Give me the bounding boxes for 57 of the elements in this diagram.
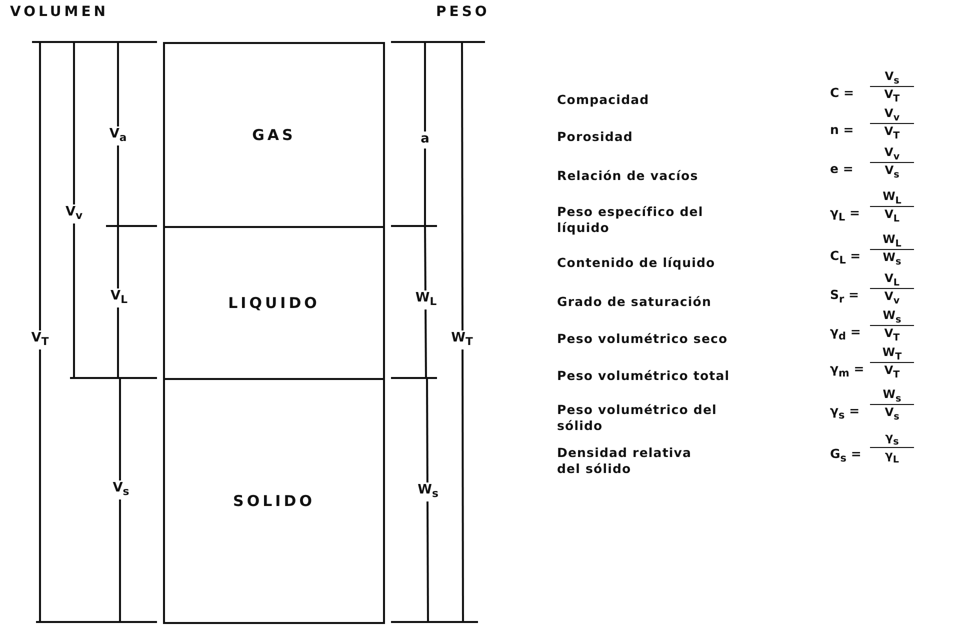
formula-symbol: G$_{s}$ = xyxy=(830,447,862,464)
formula-denominator: γ$_{L}$ xyxy=(884,449,900,466)
formula-numerator: V$_{L}$ xyxy=(870,272,914,290)
phase-band xyxy=(163,42,385,228)
property-name: Peso volumétrico del sólido xyxy=(557,402,718,434)
dimension-label: W$_{L}$ xyxy=(415,290,437,310)
phase-band xyxy=(163,378,385,624)
formula-numerator: W$_{s}$ xyxy=(870,388,914,406)
header-label: PESO xyxy=(436,4,490,20)
phase-band xyxy=(163,226,385,380)
dimension-label: V$_{s}$ xyxy=(112,480,130,500)
formula-denominator: V$_{s}$ xyxy=(884,406,900,422)
phase-label: GAS xyxy=(252,126,296,144)
formula-denominator: V$_{s}$ xyxy=(884,164,900,180)
dimension-label: V$_{v}$ xyxy=(65,204,83,224)
property-name: Densidad relativa del sólido xyxy=(557,445,693,478)
formula-numerator: V$_{v}$ xyxy=(870,146,914,164)
property-name: Grado de saturación xyxy=(557,294,712,310)
formula-numerator: γ$_{s}$ xyxy=(870,431,914,448)
dimension-label: a xyxy=(420,132,430,148)
formula-symbol: C$_{L}$ = xyxy=(830,249,861,266)
dimension-label: V$_{T}$ xyxy=(31,330,49,350)
formula-symbol: C = xyxy=(830,86,854,100)
formula-denominator: V$_{T}$ xyxy=(883,125,901,142)
formula-denominator: W$_{s}$ xyxy=(882,251,902,268)
formula-symbol: γ$_{s}$ = xyxy=(830,404,860,422)
formula-symbol: γ$_{d}$ = xyxy=(830,325,861,342)
formula-numerator: W$_{L}$ xyxy=(870,190,914,208)
dimension-label: V$_{a}$ xyxy=(109,126,127,146)
formula-numerator: V$_{v}$ xyxy=(870,107,914,124)
formula-numerator: W$_{T}$ xyxy=(870,346,914,364)
formula-denominator: V$_{T}$ xyxy=(883,327,901,344)
formula-numerator: W$_{s}$ xyxy=(870,309,914,326)
formula-denominator: V$_{v}$ xyxy=(883,290,901,306)
property-name: Contenido de líquido xyxy=(557,255,716,272)
formula-symbol: γ$_{L}$ = xyxy=(830,206,860,224)
dimension-label: V$_{L}$ xyxy=(110,288,128,308)
dimension-label: W$_{s}$ xyxy=(418,482,438,502)
formula-symbol: e = xyxy=(830,162,854,176)
property-name: Relación de vacíos xyxy=(557,168,700,184)
phase-label: LIQUIDO xyxy=(228,294,320,312)
header-label: VOLUMEN xyxy=(10,4,108,20)
formula-numerator: W$_{L}$ xyxy=(870,233,914,250)
formula-denominator: V$_{L}$ xyxy=(883,208,900,224)
property-name: Peso específico del líquido xyxy=(557,204,704,236)
dimension-label: W$_{T}$ xyxy=(451,330,473,350)
formula-numerator: V$_{s}$ xyxy=(870,70,914,88)
property-name: Compacidad xyxy=(557,92,650,108)
formula-symbol: γ$_{m}$ = xyxy=(830,362,864,380)
phase-label: SOLIDO xyxy=(233,492,315,510)
formula-symbol: n = xyxy=(830,123,854,138)
formula-denominator: V$_{T}$ xyxy=(883,364,901,380)
property-name: Peso volumétrico seco xyxy=(557,331,729,348)
property-name: Porosidad xyxy=(557,129,634,146)
property-name: Peso volumétrico total xyxy=(557,368,731,384)
formula-denominator: V$_{T}$ xyxy=(883,88,901,104)
formula-symbol: S$_{r}$ = xyxy=(830,288,859,306)
